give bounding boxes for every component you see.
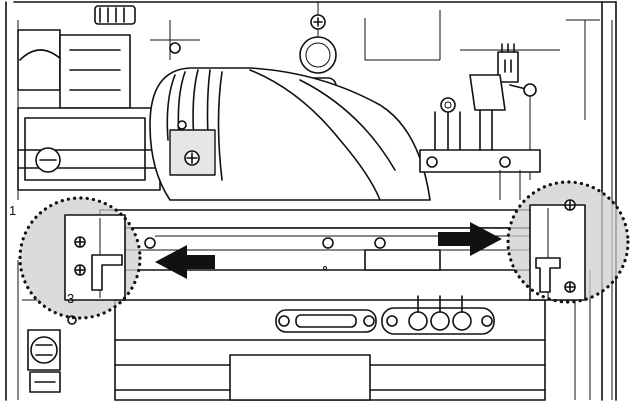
left-edge-marker: 1 <box>9 203 16 218</box>
fan-housing <box>149 67 431 201</box>
upper-right-components <box>364 10 560 200</box>
left-part-number: 3 <box>67 291 74 306</box>
lower-panel <box>114 295 546 401</box>
arrow-left <box>155 245 215 279</box>
left-cabinet <box>17 107 171 191</box>
right-bracket-detail <box>506 180 630 304</box>
left-lower-components <box>17 260 61 400</box>
left-bracket-detail: 1 3 <box>9 196 142 325</box>
arrow-right <box>438 222 502 256</box>
